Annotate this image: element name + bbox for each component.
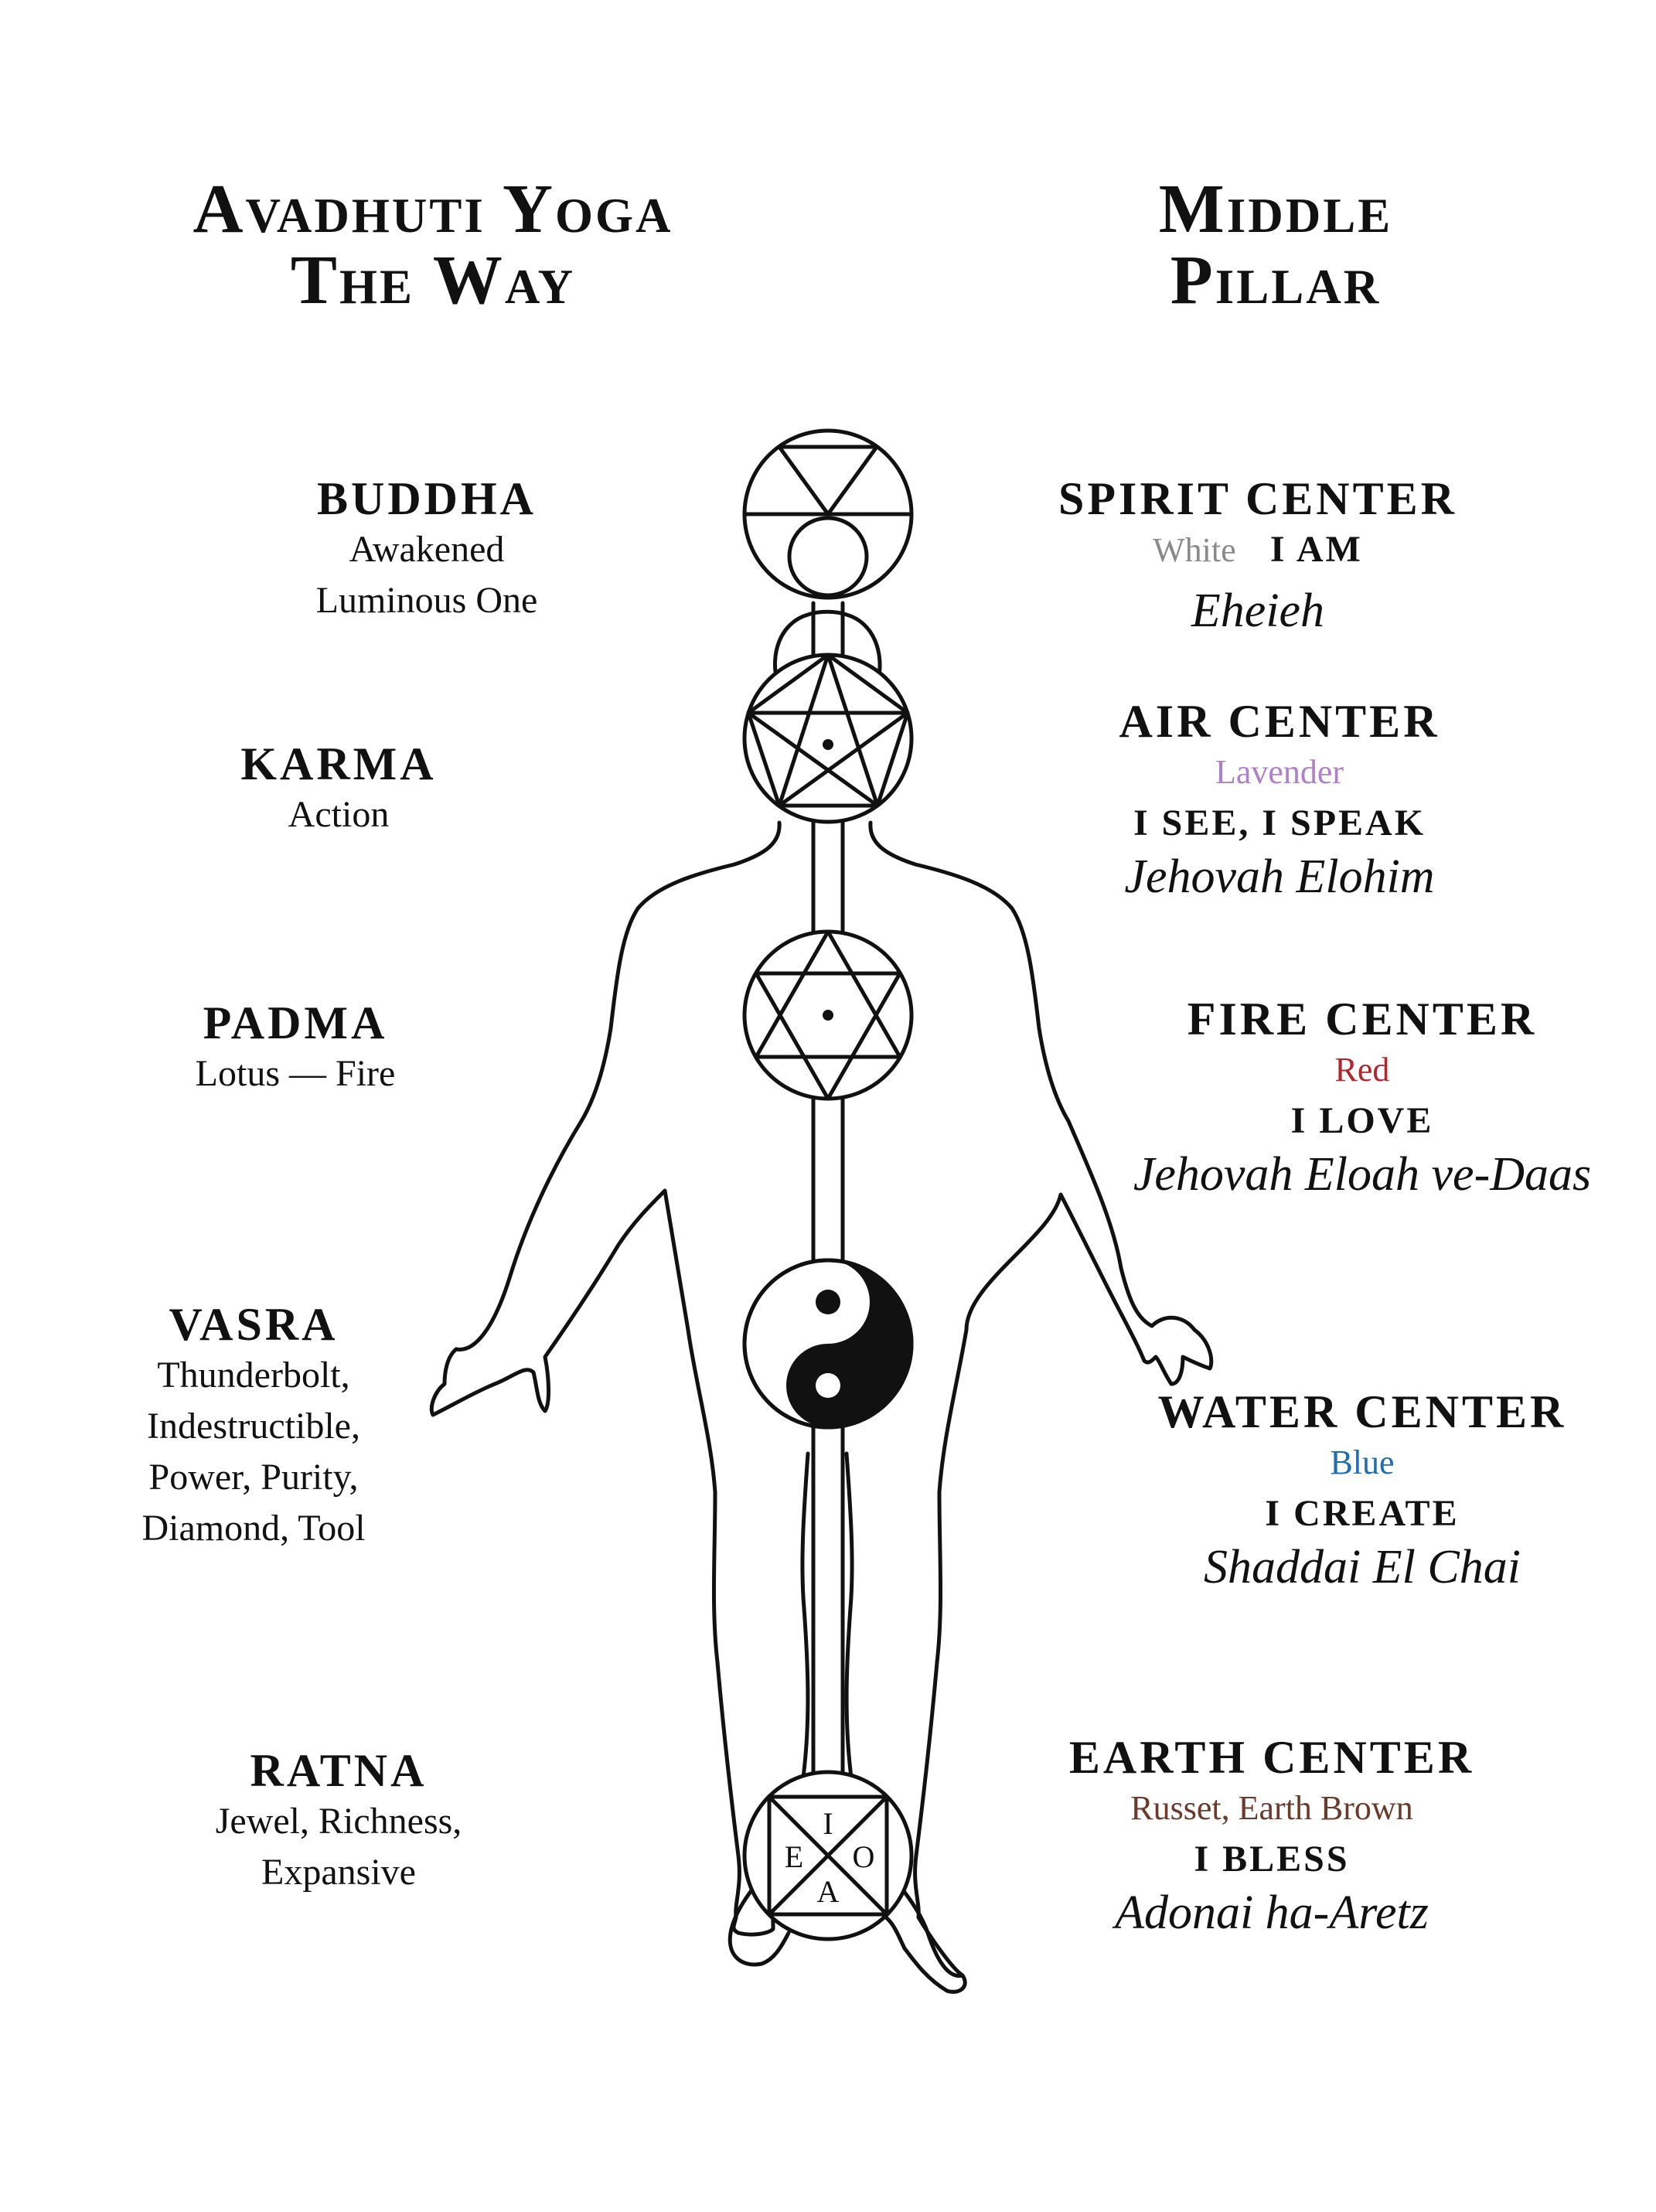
label-padma: PADMA Lotus — Fire: [0, 997, 605, 1099]
center-divine-name: Adonai ha-Aretz: [1115, 1887, 1429, 1939]
center-divine-name: Jehovah Eloah ve-Daas: [1133, 1148, 1592, 1201]
foot-left: [727, 1861, 791, 1967]
body-outline: [429, 820, 783, 1937]
center-name: WATER CENTER: [1157, 1386, 1567, 1437]
center-color: White: [1153, 531, 1236, 569]
earth-letter-top: I: [823, 1806, 833, 1841]
label-karma: KARMA Action: [29, 738, 648, 840]
label-name: BUDDHA: [316, 473, 537, 524]
earth-letter-right: O: [853, 1839, 875, 1874]
label-line: Expansive: [261, 1852, 416, 1893]
center-divine-name: Jehovah Elohim: [1124, 850, 1435, 903]
label-ratna: RATNA Jewel, Richness, Expansive: [29, 1745, 648, 1898]
center-name: FIRE CENTER: [1187, 994, 1538, 1045]
center-name: SPIRIT CENTER: [1058, 473, 1458, 524]
label-name: PADMA: [203, 997, 388, 1048]
label-line: Diamond, Tool: [141, 1508, 366, 1549]
label-name: RATNA: [250, 1745, 428, 1796]
label-vasra: VASRA Thunderbolt, Indestructible, Power…: [0, 1299, 563, 1554]
label-name: KARMA: [240, 738, 437, 789]
body-outline-right: [868, 820, 1214, 1994]
label-name: VASRA: [169, 1299, 339, 1350]
label-line: Thunderbolt,: [157, 1355, 350, 1396]
label-spirit-center: SPIRIT CENTER White I AM Eheieh: [949, 473, 1567, 639]
center-affirmation: I LOVE: [1290, 1100, 1434, 1141]
label-line: Jewel, Richness,: [215, 1801, 462, 1842]
hexagram-icon: [742, 929, 914, 1101]
yin-yang-icon: [742, 1258, 914, 1430]
spirit-symbol-icon: [742, 428, 914, 600]
label-line: Power, Purity,: [148, 1457, 359, 1498]
center-affirmation: I BLESS: [1194, 1839, 1350, 1880]
earth-cross-icon: I E O A: [742, 1770, 914, 1941]
left-title: Avadhuti Yoga The Way: [124, 174, 742, 316]
label-fire-center: FIRE CENTER Red I LOVE Jehovah Eloah ve-…: [1053, 994, 1656, 1202]
left-title-line-1: Avadhuti Yoga: [193, 171, 673, 247]
center-color: Blue: [1330, 1443, 1395, 1481]
color-affirm-row: White I AM: [949, 524, 1567, 583]
center-name: AIR CENTER: [1119, 696, 1440, 747]
label-water-center: WATER CENTER Blue I CREATE Shaddai El Ch…: [1053, 1386, 1656, 1595]
label-buddha: BUDDHA Awakened Luminous One: [118, 473, 736, 626]
label-line: Indestructible,: [147, 1406, 360, 1447]
right-title-line-2: Pillar: [1170, 242, 1382, 319]
center-affirmation: I SEE, I SPEAK: [1133, 803, 1426, 844]
label-line: Luminous One: [315, 580, 538, 621]
center-name: EARTH CENTER: [1068, 1732, 1475, 1783]
label-line: Action: [288, 794, 390, 835]
right-title: Middle Pillar: [1036, 174, 1515, 316]
left-title-line-2: The Way: [290, 242, 576, 319]
center-affirmation: I CREATE: [1265, 1493, 1460, 1534]
right-title-line-1: Middle: [1158, 171, 1393, 247]
center-divine-name: Shaddai El Chai: [1204, 1541, 1521, 1593]
earth-letter-left: E: [785, 1839, 803, 1874]
center-divine-name: Eheieh: [1191, 585, 1325, 637]
center-color: Red: [1334, 1051, 1390, 1089]
center-color: Lavender: [1215, 753, 1344, 791]
label-air-center: AIR CENTER Lavender I SEE, I SPEAK Jehov…: [970, 696, 1589, 905]
earth-letter-bottom: A: [817, 1874, 840, 1909]
label-line: Awakened: [349, 529, 505, 570]
head-outline: [773, 609, 882, 686]
center-color: Russet, Earth Brown: [1130, 1789, 1413, 1827]
pentagram-icon: [742, 653, 914, 824]
center-affirmation: I AM: [1269, 529, 1363, 570]
label-line: Lotus — Fire: [195, 1053, 396, 1094]
label-earth-center: EARTH CENTER Russet, Earth Brown I BLESS…: [963, 1732, 1581, 1941]
